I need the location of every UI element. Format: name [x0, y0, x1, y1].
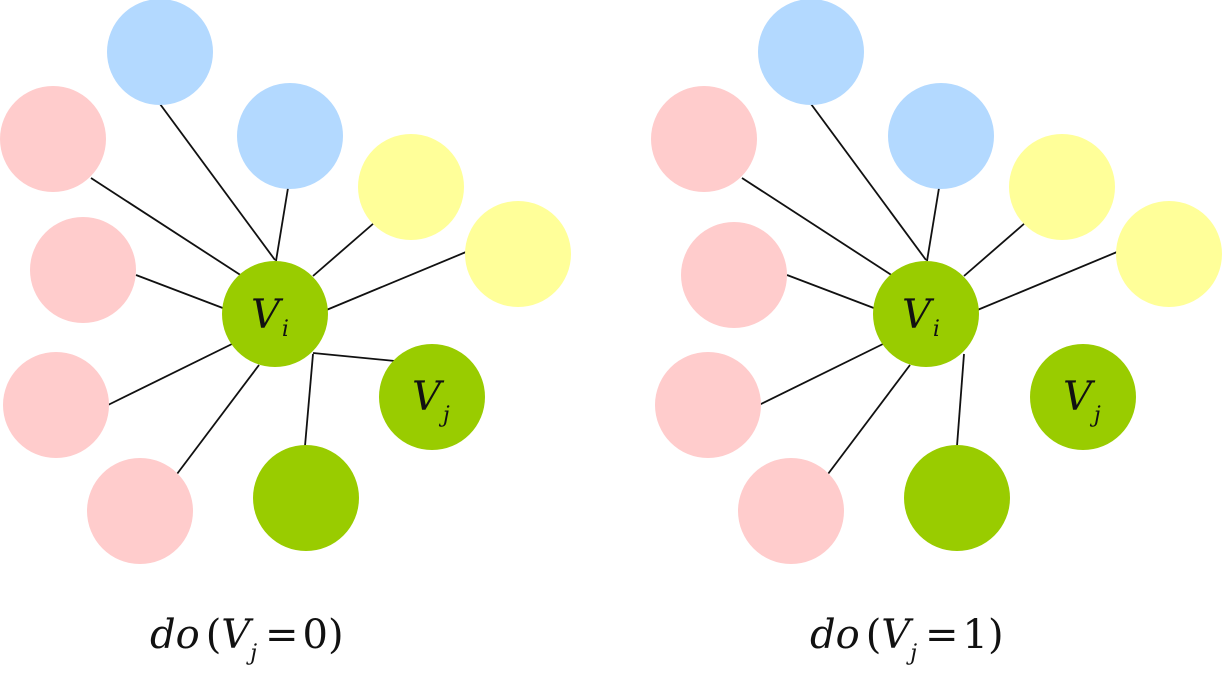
caption-right-func: do: [810, 612, 860, 658]
edge-left-pink-top: [90, 177, 263, 290]
edge-right-pink-bottom: [827, 364, 911, 475]
node-right-pink-2: [681, 222, 787, 328]
edge-right-yellow-1: [963, 222, 1026, 277]
node-left-pink-3: [3, 352, 109, 458]
label-left-vi-sub: i: [282, 317, 289, 342]
caption-right-eq: =: [925, 612, 959, 658]
edges-left: [90, 103, 467, 475]
edge-left-pink-2: [135, 274, 229, 311]
caption-left-close: ): [328, 612, 344, 658]
caption-right: do(Vj=1): [810, 612, 1004, 666]
edge-left-yellow-2: [323, 251, 467, 312]
edge-right-pink-2: [786, 274, 880, 311]
node-right-yellow-2: [1116, 201, 1222, 307]
caption-left-func: do: [150, 612, 200, 658]
node-right-pink-4: [738, 458, 844, 564]
edge-right-blue-mid: [926, 187, 940, 262]
edge-left-vj: [312, 352, 396, 362]
edge-left-blue-mid: [275, 187, 289, 262]
edge-right-pink-3: [758, 342, 886, 406]
label-right-vi: Vi: [902, 292, 940, 342]
node-right-pink-1: [651, 86, 757, 192]
label-left-vj-main: V: [412, 374, 445, 420]
edge-right-green-bottom: [956, 353, 965, 447]
node-left-blue-mid: [237, 83, 343, 189]
edge-right-blue-top: [810, 103, 927, 261]
panel-left: Vi Vj do(Vj=0): [0, 0, 571, 666]
node-left-yellow-2: [465, 201, 571, 307]
edge-left-blue-top: [159, 103, 276, 261]
node-left-vi: [222, 261, 328, 367]
edge-left-pink-3: [107, 342, 235, 406]
label-right-vi-main: V: [902, 292, 935, 338]
label-right-vj-main: V: [1063, 374, 1096, 420]
node-left-blue-top: [107, 0, 213, 105]
edge-right-yellow-2: [974, 251, 1118, 312]
node-right-yellow-1: [1009, 134, 1115, 240]
node-left-pink-1: [0, 86, 106, 192]
caption-left-eq: =: [265, 612, 299, 658]
caption-left-value: 0: [303, 612, 328, 658]
node-right-vi: [873, 261, 979, 367]
node-right-blue-top: [758, 0, 864, 105]
label-left-vi: Vi: [251, 292, 289, 342]
node-left-vj: [379, 344, 485, 450]
node-right-green-bottom: [904, 445, 1010, 551]
node-right-vj: [1030, 344, 1136, 450]
label-right-vi-sub: i: [933, 317, 940, 342]
node-left-green-bottom: [253, 445, 359, 551]
node-left-pink-4: [87, 458, 193, 564]
node-left-pink-2: [30, 217, 136, 323]
node-left-yellow-1: [358, 134, 464, 240]
caption-right-value: 1: [963, 612, 988, 658]
caption-right-var: V: [881, 612, 914, 658]
node-right-blue-mid: [888, 83, 994, 189]
caption-right-close: ): [988, 612, 1004, 658]
edge-left-green-bottom: [304, 353, 314, 447]
edge-left-pink-bottom: [176, 364, 260, 475]
edge-left-yellow-1: [312, 222, 375, 277]
edge-right-pink-top: [741, 177, 914, 290]
caption-left-var: V: [221, 612, 254, 658]
caption-right-open: (: [866, 612, 882, 658]
panel-right: Vi Vj do(Vj=1): [651, 0, 1222, 666]
edges-right: [741, 103, 1118, 475]
node-right-pink-3: [655, 352, 761, 458]
caption-left: do(Vj=0): [150, 612, 344, 666]
label-left-vi-main: V: [251, 292, 284, 338]
caption-left-open: (: [206, 612, 222, 658]
